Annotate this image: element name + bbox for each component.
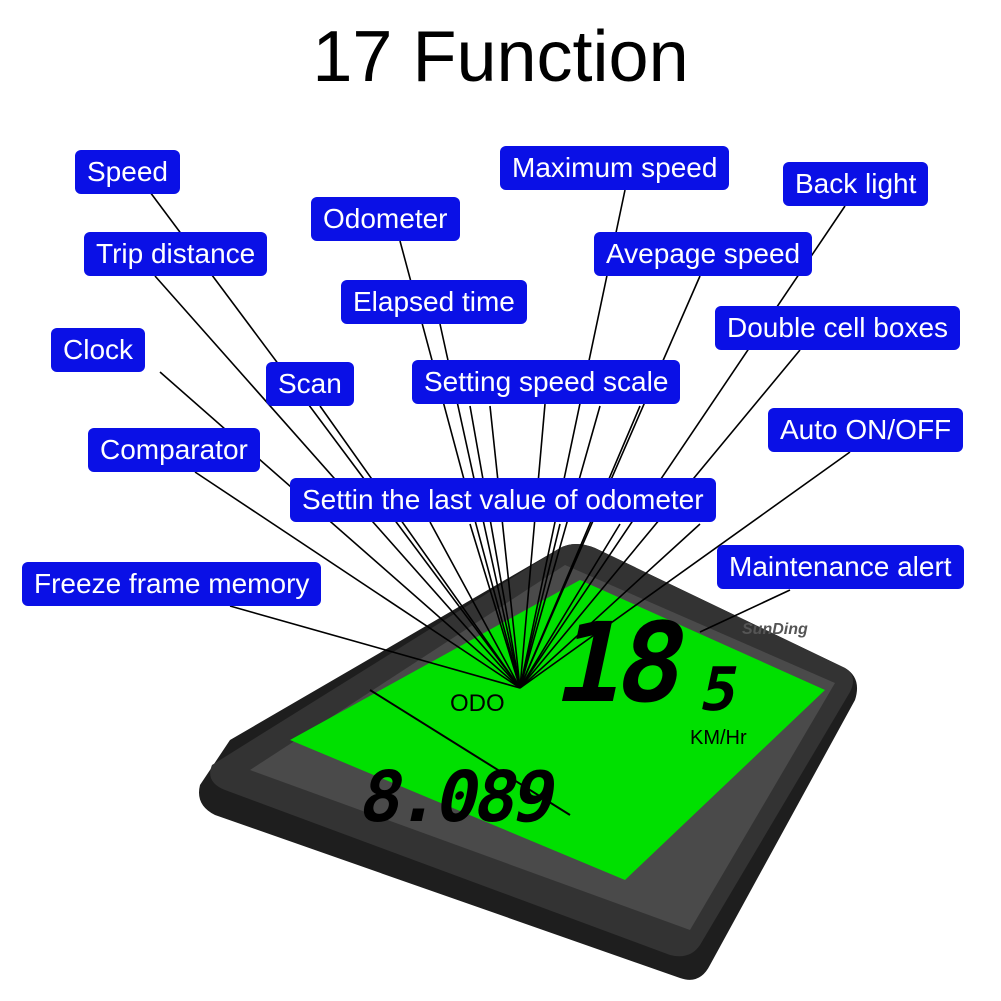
lcd-divider	[369, 689, 571, 816]
label-elapsed-time: Elapsed time	[341, 280, 527, 324]
label-comparator: Comparator	[88, 428, 260, 472]
pointer-line	[519, 523, 621, 689]
label-avepage-speed: Avepage speed	[594, 232, 813, 276]
pointer-line-back-light	[519, 205, 846, 689]
label-double-cell-boxes: Double cell boxes	[715, 306, 961, 350]
label-maximum-speed: Maximum speed	[500, 146, 730, 190]
label-setting-speed-scale: Setting speed scale	[412, 360, 681, 404]
pointer-line-auto-on-off	[519, 451, 851, 689]
speed-main-digits: 18	[546, 599, 695, 727]
label-trip-distance: Trip distance	[84, 232, 268, 276]
mode-indicator: ODO	[450, 690, 505, 717]
brand-logo: SunDing	[742, 621, 808, 638]
label-odometer: Odometer	[311, 197, 460, 241]
pointer-line-setting-speed-scale	[519, 403, 546, 689]
speed-unit: KM/Hr	[690, 727, 747, 749]
pointer-line	[519, 405, 601, 689]
pointer-line-freeze-frame-memory	[229, 605, 521, 689]
pointer-line	[469, 523, 521, 689]
pointer-line	[489, 405, 521, 689]
label-back-light: Back light	[783, 162, 929, 206]
pointer-line	[519, 405, 641, 689]
pointer-line-clock	[159, 371, 521, 689]
label-clock: Clock	[51, 328, 146, 372]
label-maintenance-alert: Maintenance alert	[717, 545, 964, 589]
odometer-digits: 8.089	[353, 756, 562, 838]
pointer-line-settin-last-value-odometer	[429, 521, 521, 689]
pointer-line	[519, 523, 561, 689]
page-title: 17 Function	[312, 17, 689, 97]
pointer-line-comparator	[194, 471, 521, 689]
label-speed: Speed	[75, 150, 180, 194]
lcd-screen	[290, 580, 825, 880]
label-settin-last-value-odometer: Settin the last value of odometer	[290, 478, 716, 522]
pointer-line	[469, 405, 521, 689]
pointer-line-scan	[319, 405, 521, 689]
pointer-line	[519, 523, 701, 689]
label-freeze-frame-memory: Freeze frame memory	[22, 562, 322, 606]
pointer-line-maintenance-alert	[699, 589, 791, 633]
label-scan: Scan	[266, 362, 354, 406]
label-auto-on-off: Auto ON/OFF	[768, 408, 964, 452]
